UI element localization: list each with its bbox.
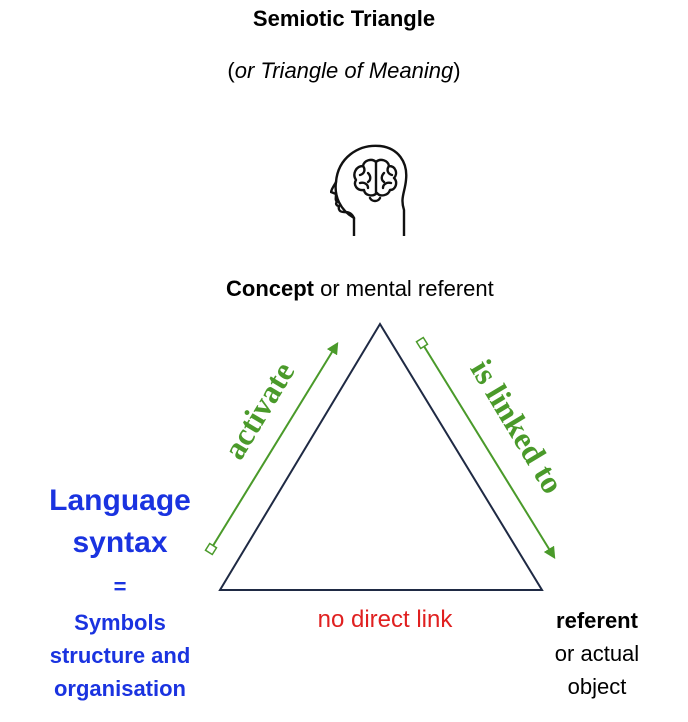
linked-arrow-start-marker	[415, 336, 429, 350]
concept-label: Concept or mental referent	[226, 276, 494, 302]
referent-label: referent or actual object	[522, 604, 672, 703]
subtitle-italic-text: or Triangle of Meaning	[234, 58, 454, 83]
semiotic-triangle	[218, 322, 544, 591]
language-desc-line1: Symbols	[74, 610, 166, 635]
language-title-line1: Language	[49, 484, 191, 517]
head-brain-icon	[330, 144, 408, 236]
linked-label: is linked to	[464, 353, 572, 500]
concept-rest: or mental referent	[314, 276, 494, 301]
activate-label: activate	[216, 355, 302, 465]
language-syntax-title: Language syntax	[8, 480, 232, 564]
activate-arrow-start-marker	[204, 542, 218, 556]
concept-bold: Concept	[226, 276, 314, 301]
language-title-line2: syntax	[72, 526, 168, 559]
activate-arrow-line	[210, 341, 339, 550]
language-desc-line2: structure and	[49, 643, 191, 668]
language-description: Symbols structure and organisation	[8, 606, 232, 705]
subtitle-open-paren: (	[227, 58, 235, 83]
diagram-title: Semiotic Triangle	[252, 6, 436, 31]
subtitle-close-paren: )	[453, 58, 461, 83]
no-direct-link-label: no direct link	[317, 606, 453, 633]
linked-arrow-line	[421, 342, 556, 560]
language-desc-line3: organisation	[53, 676, 186, 701]
referent-line3: object	[567, 674, 627, 699]
referent-line2: or actual	[554, 641, 640, 666]
referent-bold: referent	[556, 608, 638, 633]
language-equals: =	[113, 574, 127, 599]
diagram-subtitle: (or Triangle of Meaning)	[0, 58, 688, 84]
